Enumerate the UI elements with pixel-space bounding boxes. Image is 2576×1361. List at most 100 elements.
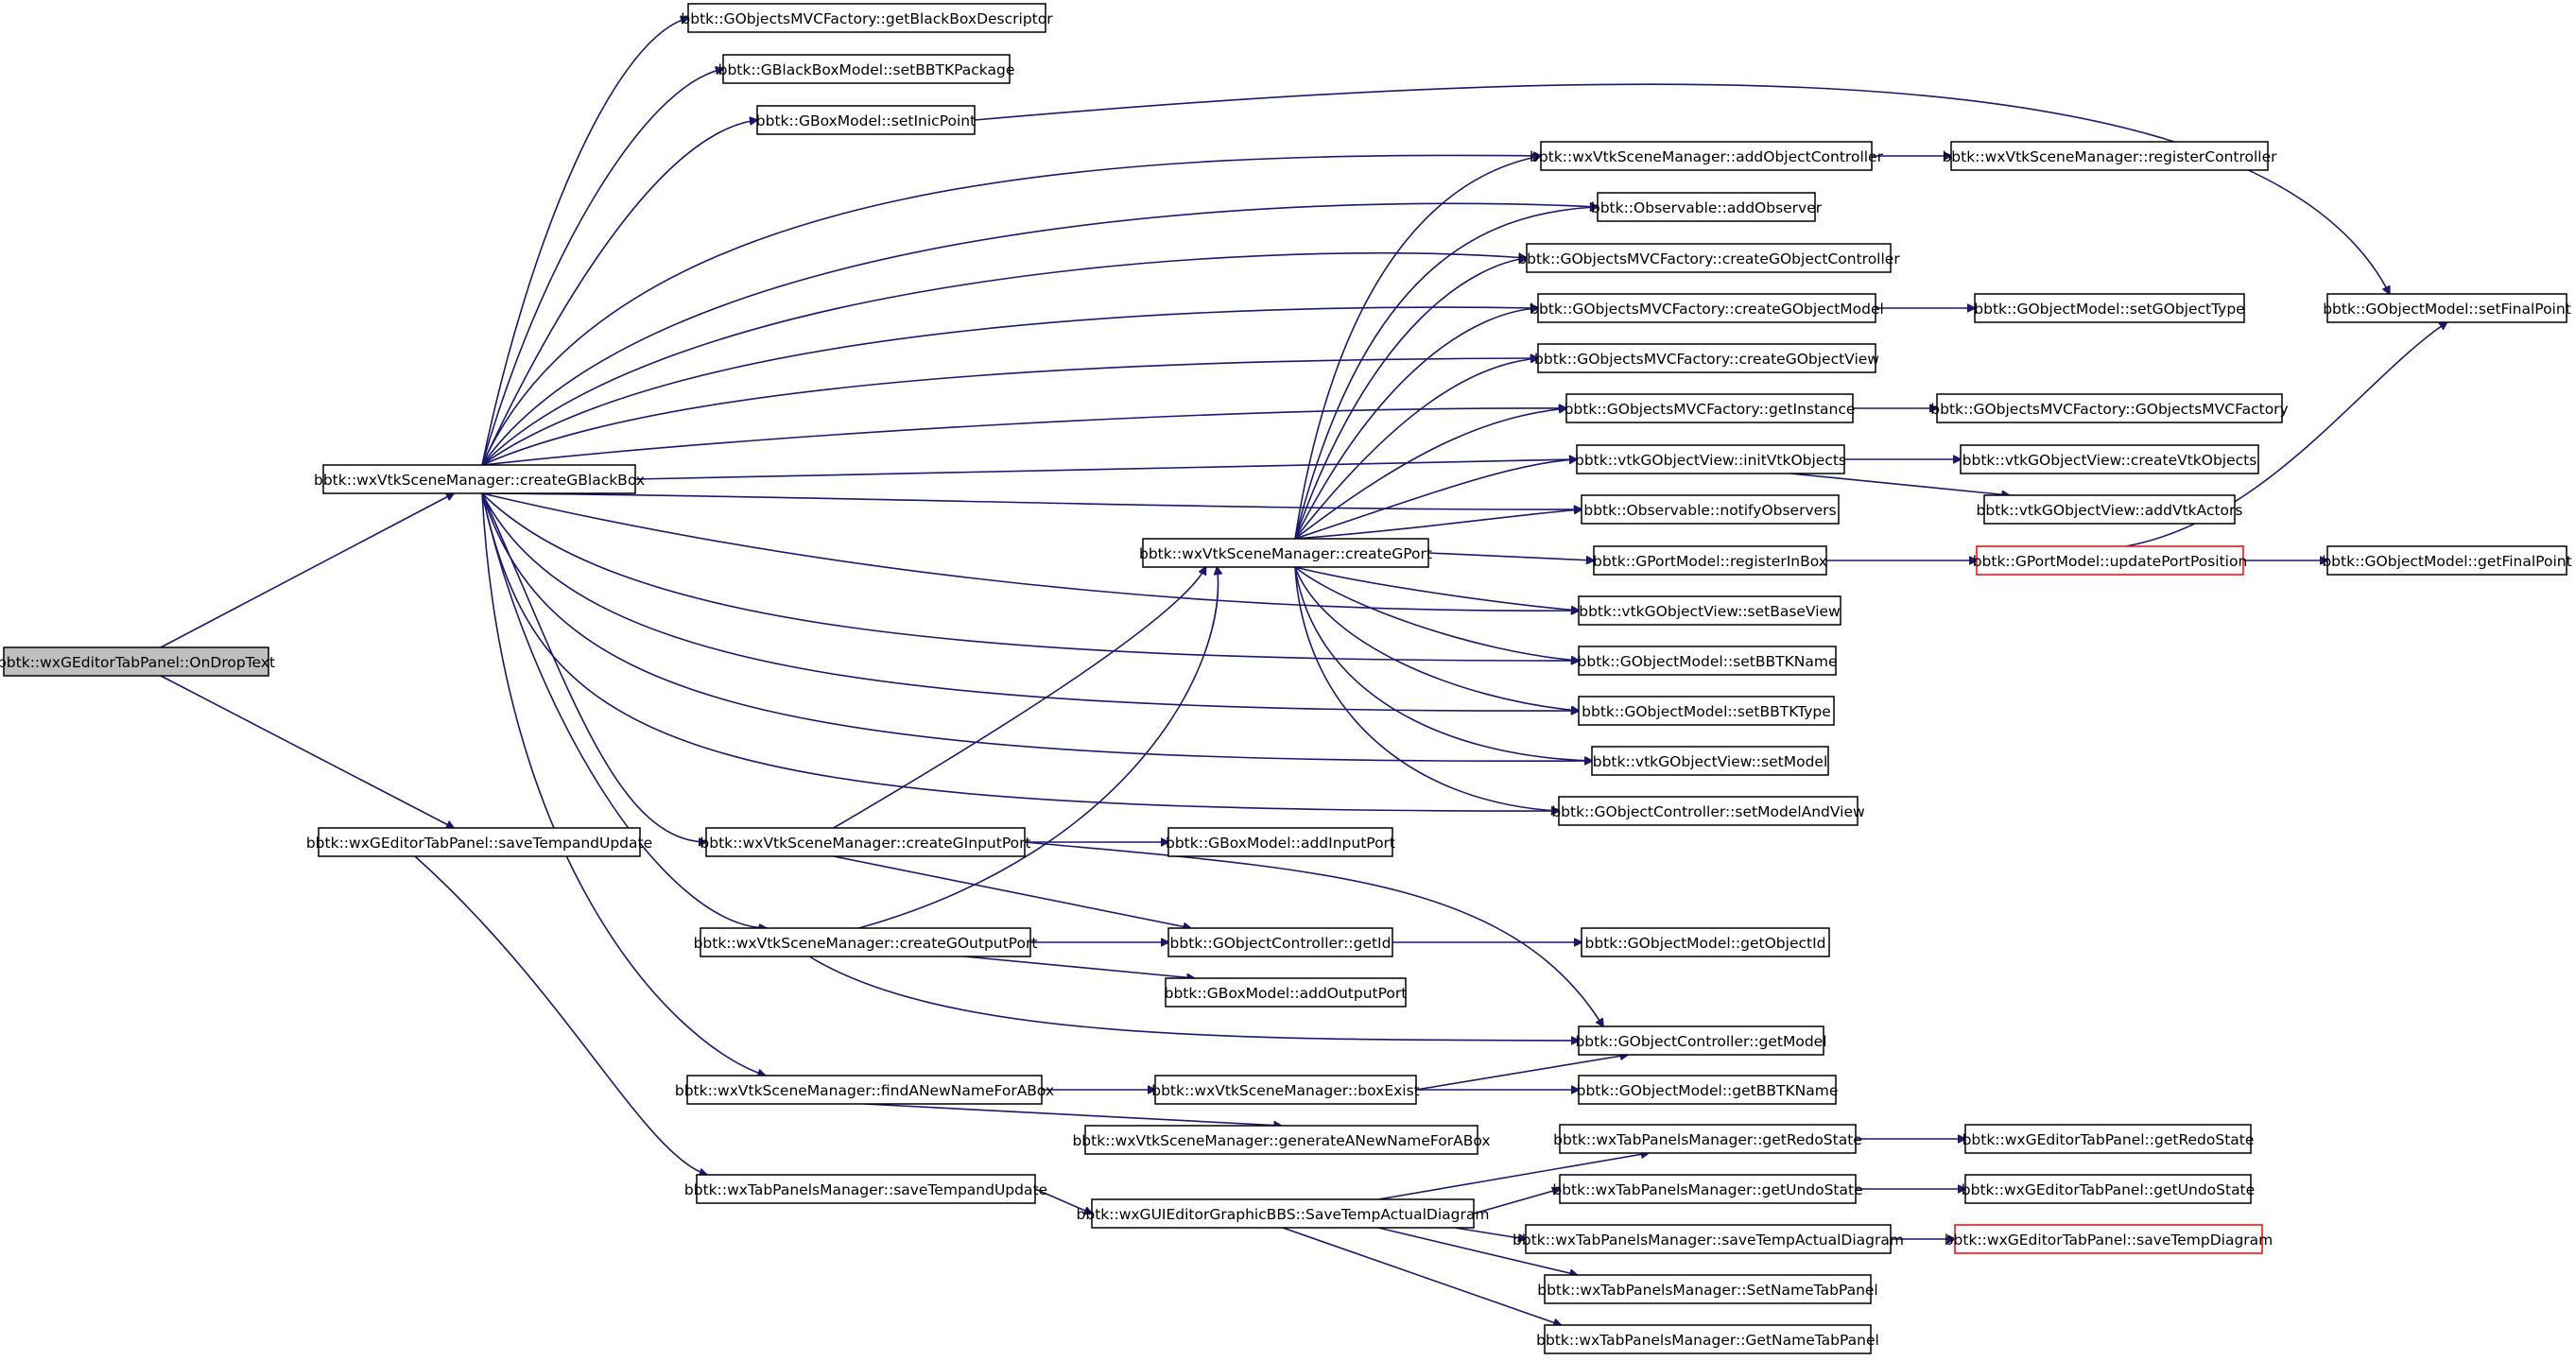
node-label: bbtk::GObjectModel::setFinalPoint — [2323, 301, 2571, 318]
node-setModelAndView[interactable]: bbtk::GObjectController::setModelAndView — [1551, 796, 1865, 826]
node-saveTempandUpdate[interactable]: bbtk::wxGEditorTabPanel::saveTempandUpda… — [306, 827, 652, 857]
edge-createGOutputPort-to-createGPort — [858, 567, 1219, 929]
node-panelGetUndoState[interactable]: bbtk::wxGEditorTabPanel::getUndoState — [1962, 1174, 2255, 1204]
node-notifyObservers[interactable]: bbtk::Observable::notifyObservers — [1581, 494, 1840, 525]
node-setInicPoint[interactable]: bbtk::GBoxModel::setInicPoint — [756, 105, 976, 135]
node-setNameTabPanel[interactable]: bbtk::wxTabPanelsManager::SetNameTabPane… — [1537, 1274, 1878, 1304]
edge-createGInputPort-to-getModel — [1024, 841, 1603, 1026]
node-label: bbtk::GObjectModel::getBBTKName — [1577, 1082, 1839, 1099]
node-getInstance[interactable]: bbtk::GObjectsMVCFactory::getInstance — [1565, 393, 1856, 423]
edge-createGBlackBox-to-getInstance — [481, 408, 1566, 466]
node-label: bbtk::GObjectModel::getObjectId — [1585, 935, 1826, 952]
node-createGObjectView[interactable]: bbtk::GObjectsMVCFactory::createGObjectV… — [1534, 343, 1879, 373]
node-createGPort[interactable]: bbtk::wxVtkSceneManager::createGPort — [1139, 538, 1432, 568]
edge-saveTempActualDiagram-to-getNameTabPanel — [1282, 1227, 1561, 1325]
node-getId[interactable]: bbtk::GObjectController::getId — [1167, 927, 1393, 957]
node-label: bbtk::wxGEditorTabPanel::getUndoState — [1962, 1181, 2255, 1198]
node-label: bbtk::wxTabPanelsManager::getRedoState — [1553, 1131, 1862, 1148]
edge-saveTempActualDiagram-to-getUndoState — [1473, 1189, 1560, 1215]
node-addOutputPort[interactable]: bbtk::GBoxModel::addOutputPort — [1165, 977, 1408, 1008]
edge-tabMgrSaveTempandUpdate-to-saveTempActualDiagram — [1034, 1188, 1092, 1214]
node-addVtkActors[interactable]: bbtk::vtkGObjectView::addVtkActors — [1977, 494, 2243, 525]
node-label: bbtk::GBlackBoxModel::setBBTKPackage — [718, 61, 1015, 78]
node-createGOutputPort[interactable]: bbtk::wxVtkSceneManager::createGOutputPo… — [694, 927, 1038, 957]
node-registerController[interactable]: bbtk::wxVtkSceneManager::registerControl… — [1942, 141, 2277, 171]
node-box — [1084, 1125, 1478, 1155]
node-getObjectId[interactable]: bbtk::GObjectModel::getObjectId — [1581, 927, 1830, 957]
node-addObjectController[interactable]: bbtk::wxVtkSceneManager::addObjectContro… — [1530, 141, 1884, 171]
node-setBBTKPackage[interactable]: bbtk::GBlackBoxModel::setBBTKPackage — [718, 54, 1015, 84]
node-addObserver[interactable]: bbtk::Observable::addObserver — [1591, 192, 1823, 222]
node-createGObjectModel[interactable]: bbtk::GObjectsMVCFactory::createGObjectM… — [1530, 293, 1884, 323]
node-label: bbtk::GObjectsMVCFactory::createGObjectV… — [1534, 351, 1879, 368]
node-setModel[interactable]: bbtk::vtkGObjectView::setModel — [1591, 746, 1829, 776]
node-label: bbtk::wxGUIEditorGraphicBBS::SaveTempAct… — [1077, 1206, 1490, 1223]
node-getRedoState[interactable]: bbtk::wxTabPanelsManager::getRedoState — [1553, 1124, 1862, 1154]
node-getUndoState[interactable]: bbtk::wxTabPanelsManager::getUndoState — [1552, 1174, 1863, 1204]
node-setBBTKType[interactable]: bbtk::GObjectModel::setBBTKType — [1578, 696, 1835, 726]
node-label: bbtk::vtkGObjectView::setModel — [1593, 753, 1828, 770]
node-box — [1537, 293, 1876, 323]
edge-findANewNameForABox-to-generateANewNameForABox — [864, 1103, 1282, 1126]
node-setBaseView[interactable]: bbtk::vtkGObjectView::setBaseView — [1578, 595, 1841, 626]
node-setFinalPoint[interactable]: bbtk::GObjectModel::setFinalPoint — [2323, 293, 2571, 323]
node-saveTempDiagram[interactable]: bbtk::wxGEditorTabPanel::saveTempDiagram — [1945, 1224, 2273, 1254]
node-box — [1578, 696, 1835, 726]
node-label: bbtk::GObjectModel::setGObjectType — [1974, 301, 2244, 318]
node-findANewNameForABox[interactable]: bbtk::wxVtkSceneManager::findANewNameFor… — [675, 1075, 1054, 1105]
node-boxExist[interactable]: bbtk::wxVtkSceneManager::boxExist — [1151, 1075, 1420, 1105]
node-label: bbtk::wxVtkSceneManager::createGInputPor… — [700, 835, 1030, 852]
node-setBBTKName[interactable]: bbtk::GObjectModel::setBBTKName — [1578, 646, 1838, 676]
node-box — [756, 105, 976, 135]
edge-createGBlackBox-to-createGObjectView — [481, 358, 1538, 466]
node-tabMgrSaveTempandUpdate[interactable]: bbtk::wxTabPanelsManager::saveTempandUpd… — [684, 1174, 1047, 1204]
node-saveTempActualDiagram[interactable]: bbtk::wxGUIEditorGraphicBBS::SaveTempAct… — [1077, 1198, 1490, 1229]
edge-createGBlackBox-to-initVtkObjects — [634, 459, 1577, 480]
node-registerInBox[interactable]: bbtk::GPortModel::registerInBox — [1593, 545, 1827, 576]
node-createGInputPort[interactable]: bbtk::wxVtkSceneManager::createGInputPor… — [700, 827, 1031, 857]
node-updatePortPosition[interactable]: bbtk::GPortModel::updatePortPosition — [1973, 545, 2248, 576]
node-box — [322, 464, 636, 494]
edge-createGBlackBox-to-setBBTKPackage — [481, 69, 723, 466]
node-box — [1154, 1075, 1417, 1105]
node-label: bbtk::wxVtkSceneManager::createGPort — [1139, 545, 1432, 562]
node-tabMgrSaveTempActualDiagram[interactable]: bbtk::wxTabPanelsManager::saveTempActual… — [1513, 1224, 1904, 1254]
node-getFinalPoint[interactable]: bbtk::GObjectModel::getFinalPoint — [2322, 545, 2572, 576]
node-label: bbtk::wxTabPanelsManager::saveTempActual… — [1513, 1232, 1904, 1249]
edge-createGPort-to-setModel — [1294, 566, 1592, 761]
node-createVtkObjects[interactable]: bbtk::vtkGObjectView::createVtkObjects — [1960, 444, 2259, 474]
node-box — [1558, 796, 1859, 826]
node-addInputPort[interactable]: bbtk::GBoxModel::addInputPort — [1166, 827, 1395, 857]
node-label: bbtk::wxGEditorTabPanel::saveTempDiagram — [1945, 1232, 2273, 1249]
node-label: bbtk::wxVtkSceneManager::generateANewNam… — [1072, 1132, 1490, 1149]
node-getNameTabPanel[interactable]: bbtk::wxTabPanelsManager::GetNameTabPane… — [1536, 1324, 1879, 1354]
node-mvcFactoryCtor[interactable]: bbtk::GObjectsMVCFactory::GObjectsMVCFac… — [1930, 393, 2289, 423]
node-label: bbtk::GObjectsMVCFactory::createGObjectC… — [1517, 250, 1900, 267]
node-label: bbtk::wxGEditorTabPanel::OnDropText — [0, 654, 275, 671]
node-createGBlackBox[interactable]: bbtk::wxVtkSceneManager::createGBlackBox — [314, 464, 645, 494]
node-box — [1964, 1174, 2252, 1204]
node-generateANewNameForABox[interactable]: bbtk::wxVtkSceneManager::generateANewNam… — [1072, 1125, 1491, 1155]
node-box — [1581, 494, 1840, 525]
node-panelGetRedoState[interactable]: bbtk::wxGEditorTabPanel::getRedoState — [1962, 1124, 2255, 1154]
node-label: bbtk::Observable::addObserver — [1591, 199, 1823, 216]
node-getBBTKName[interactable]: bbtk::GObjectModel::getBBTKName — [1577, 1075, 1839, 1105]
node-box — [1167, 927, 1393, 957]
node-box — [1565, 393, 1854, 423]
node-createGObjectController[interactable]: bbtk::GObjectsMVCFactory::createGObjectC… — [1517, 243, 1900, 273]
node-box — [1578, 595, 1841, 626]
node-label: bbtk::GPortModel::updatePortPosition — [1973, 553, 2248, 570]
node-setGObjectType[interactable]: bbtk::GObjectModel::setGObjectType — [1974, 293, 2245, 323]
edge-createGOutputPort-to-addOutputPort — [964, 956, 1194, 978]
node-box — [1540, 141, 1873, 171]
node-initVtkObjects[interactable]: bbtk::vtkGObjectView::initVtkObjects — [1575, 444, 1846, 474]
node-getBlackBoxDescriptor[interactable]: bbtk::GObjectsMVCFactory::getBlackBoxDes… — [681, 3, 1053, 33]
node-getModel[interactable]: bbtk::GObjectController::getModel — [1575, 1025, 1827, 1056]
edge-createGPort-to-setBaseView — [1294, 566, 1579, 611]
edge-createGPort-to-setModelAndView — [1294, 566, 1559, 811]
node-root[interactable]: bbtk::wxGEditorTabPanel::OnDropText — [0, 646, 275, 677]
node-label: bbtk::wxTabPanelsManager::saveTempandUpd… — [684, 1181, 1047, 1198]
edge-updatePortPosition-to-setFinalPoint — [2125, 322, 2447, 547]
edge-createGBlackBox-to-createGOutputPort — [481, 492, 767, 928]
